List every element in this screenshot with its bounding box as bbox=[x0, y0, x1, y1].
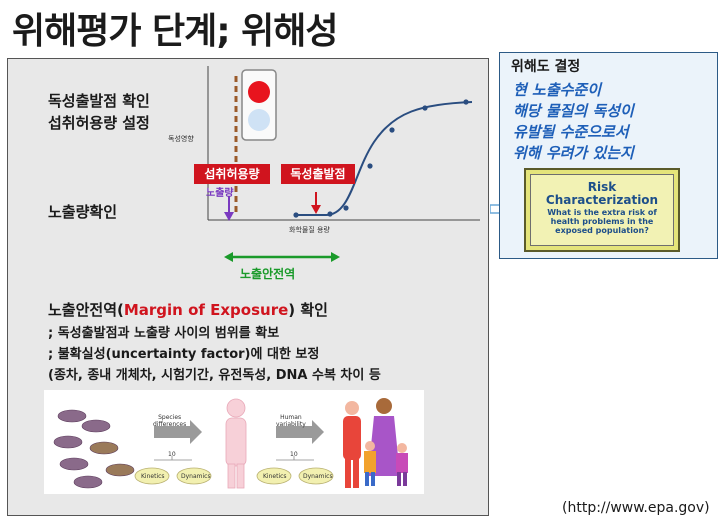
dose-response-curve bbox=[296, 101, 473, 216]
rats-icon bbox=[53, 409, 135, 489]
dynamics-label-1: Dynamics bbox=[181, 473, 211, 480]
data-point bbox=[293, 212, 299, 218]
intake-setting-label: 섭취허용량 설정 bbox=[48, 114, 150, 132]
moe-double-arrow-icon bbox=[224, 252, 340, 262]
moe-line-2: ; 불확실성(uncertainty factor)에 대한 보정 bbox=[48, 347, 320, 362]
hazard-line-2: 해당 물질의 독성이 bbox=[513, 102, 634, 120]
intake-box: 섭취허용량 bbox=[194, 164, 270, 184]
dynamics-bubble bbox=[176, 467, 212, 485]
data-point bbox=[463, 99, 469, 105]
species-factor-number: 10 bbox=[168, 451, 176, 458]
risk-question-3: exposed population? bbox=[555, 226, 649, 235]
y-axis-label: 독성영향 bbox=[168, 135, 194, 143]
human-variability-label: Human variability bbox=[276, 414, 306, 428]
moe-line-3: (종차, 종내 개체차, 시험기간, 유전독성, DNA 수복 차이 등 bbox=[48, 368, 381, 383]
data-point bbox=[327, 211, 333, 217]
exposure-overlap-label: 노출량 bbox=[206, 188, 234, 199]
dynamics-bubble-2 bbox=[298, 467, 334, 485]
risk-question-2: health problems in the bbox=[550, 217, 654, 226]
data-point bbox=[389, 127, 395, 133]
tox-start-box: 독성출발점 bbox=[281, 164, 355, 184]
human-arrow-icon bbox=[276, 420, 324, 444]
uncertainty-illustration bbox=[44, 390, 424, 494]
source-citation: (http://www.epa.gov) bbox=[562, 500, 710, 516]
exposure-check-label: 노출량확인 bbox=[48, 203, 118, 221]
family-icon bbox=[343, 398, 408, 488]
characterization-title: Characterization bbox=[545, 193, 659, 207]
human-silhouette-icon bbox=[225, 398, 247, 489]
moe-line-1: ; 독성출발점과 노출량 사이의 범위를 확보 bbox=[48, 326, 280, 341]
dynamics-label-2: Dynamics bbox=[303, 473, 333, 480]
data-point bbox=[422, 105, 428, 111]
x-axis-label: 화학물질 용량 bbox=[289, 226, 330, 234]
hazard-line-1: 현 노출수준이 bbox=[513, 81, 602, 99]
data-point bbox=[367, 163, 373, 169]
kinetics-label-2: Kinetics bbox=[263, 473, 287, 480]
red-light-icon bbox=[248, 81, 270, 103]
hazard-line-3: 유발될 수준으로서 bbox=[513, 123, 629, 141]
hazard-heading: 위해도 결정 bbox=[511, 59, 581, 75]
data-point bbox=[343, 205, 349, 211]
tox-start-arrow bbox=[311, 205, 321, 214]
kinetics-bubble bbox=[134, 467, 170, 485]
hazard-line-4: 위해 우려가 있는지 bbox=[513, 144, 634, 162]
risk-characterization-box: Risk Characterization What is the extra … bbox=[524, 168, 680, 252]
species-arrow-icon bbox=[154, 420, 202, 444]
moe-arrow-label: 노출안전역 bbox=[240, 267, 296, 281]
human-factor-number: 10 bbox=[290, 451, 298, 458]
page-title: 위해평가 단계; 위해성 bbox=[12, 11, 339, 52]
blue-light-icon bbox=[248, 109, 270, 131]
risk-title: Risk bbox=[587, 180, 617, 194]
dose-response-chart bbox=[207, 66, 480, 221]
kinetics-label-1: Kinetics bbox=[141, 473, 165, 480]
risk-question-1: What is the extra risk of bbox=[547, 208, 657, 217]
kinetics-bubble-2 bbox=[256, 467, 292, 485]
moe-title: 노출안전역(Margin of Exposure) 확인 bbox=[48, 301, 328, 319]
tox-start-confirm-label: 독성출발점 확인 bbox=[48, 92, 150, 110]
exposure-arrow bbox=[224, 212, 234, 221]
species-differences-label: Species differences bbox=[153, 414, 187, 428]
